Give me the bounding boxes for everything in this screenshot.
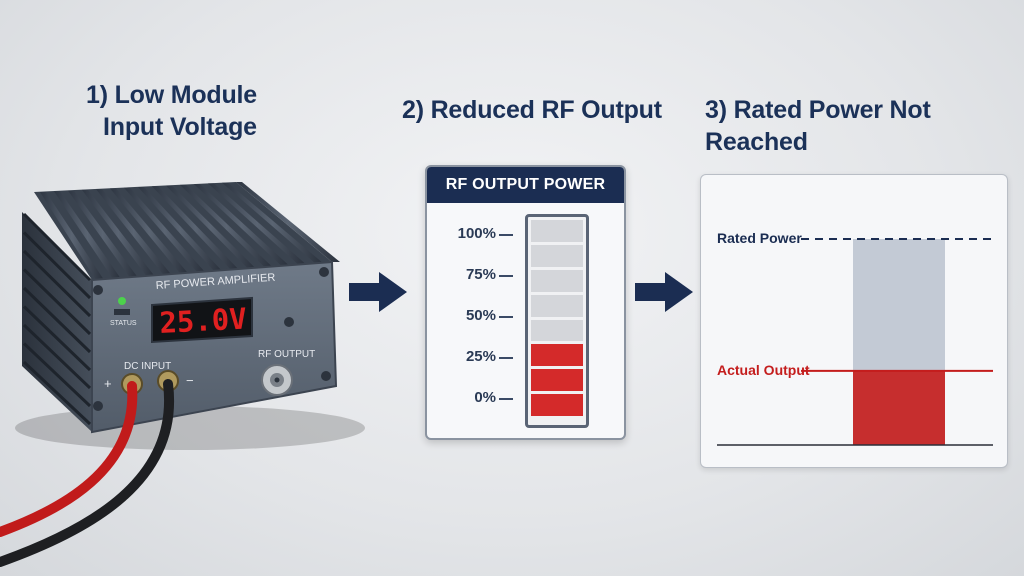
heatsink-fin — [54, 191, 121, 279]
rated-power-chart: Rated Power Actual Output — [700, 174, 1008, 468]
scale-tick-mark — [499, 275, 513, 277]
heatsink-fin — [138, 187, 222, 271]
scale-tick-mark — [499, 316, 513, 318]
heatsink-fin — [194, 184, 290, 266]
rf-connector-pin — [274, 377, 280, 383]
scale-tick-label: 0% — [474, 389, 496, 406]
scale-tick-mark — [499, 398, 513, 400]
scale-tick-label: 25% — [465, 348, 496, 365]
red-power-cable — [0, 381, 138, 537]
side-fin — [22, 305, 92, 372]
scale-tick-label: 100% — [457, 225, 496, 242]
power-segment-unlit — [531, 220, 583, 242]
side-fins — [22, 212, 92, 426]
heatsink-fin — [110, 188, 189, 274]
heatsink-fin — [180, 184, 273, 268]
screw-icon — [319, 267, 329, 277]
step-1-heading-line-2: Input Voltage — [103, 113, 257, 141]
side-fin — [22, 212, 92, 282]
heatsink-fins — [40, 182, 340, 280]
rf-output-label: RF OUTPUT — [258, 349, 315, 360]
status-label: STATUS — [110, 320, 137, 327]
power-segment-unlit — [531, 319, 583, 342]
status-switch — [114, 309, 130, 315]
rf-output-power-panel: RF OUTPUT POWER 100% 75% 50% 25% 0% — [425, 165, 626, 440]
arrow-right-icon — [635, 272, 693, 312]
side-fin — [22, 249, 92, 318]
heatsink-fin — [236, 182, 340, 262]
scale-tick-mark — [499, 234, 513, 236]
heatsink-fin — [82, 189, 155, 277]
black-power-cable — [0, 379, 175, 567]
dc-input-label: DC INPUT — [124, 361, 171, 372]
side-fin — [22, 268, 92, 336]
minus-sign: − — [186, 373, 194, 388]
scale-tick-label: 50% — [465, 307, 496, 324]
scale-tick-label: 75% — [465, 266, 496, 283]
side-fin — [22, 231, 92, 300]
heatsink-fin — [68, 190, 138, 278]
heatsink-fin — [40, 192, 104, 280]
rf-output-power-title: RF OUTPUT POWER — [427, 167, 624, 203]
step-1-heading: 1) Low Module Input Voltage — [86, 79, 257, 143]
actual-output-label: Actual Output — [717, 362, 810, 378]
screw-icon — [321, 371, 331, 381]
voltage-display — [151, 296, 253, 344]
step-3-heading: 3) Rated Power Not Reached — [705, 96, 931, 156]
rated-power-label: Rated Power — [717, 230, 802, 246]
scale-tick-mark — [499, 357, 513, 359]
side-fin — [22, 360, 92, 426]
heatsink-fin — [152, 186, 239, 270]
screw-icon — [93, 401, 103, 411]
screw-icon — [93, 285, 103, 295]
heatsink-fin — [166, 185, 256, 269]
power-segment-unlit — [531, 294, 583, 317]
power-segment-lit — [531, 344, 583, 367]
power-level-bar — [525, 214, 589, 428]
rf-power-amplifier-illustration: RF POWER AMPLIFIER STATUS 25.0V DC INPUT… — [0, 182, 365, 567]
heatsink-fin — [124, 187, 206, 273]
power-segment-unlit — [531, 269, 583, 292]
heatsink-fin — [208, 183, 307, 265]
plus-sign: + — [104, 376, 112, 391]
power-segment-lit — [531, 394, 583, 416]
step-2-heading: 2) Reduced RF Output — [402, 96, 662, 124]
rated-power-chart-svg — [717, 238, 993, 446]
power-segment-unlit — [531, 244, 583, 267]
status-led-icon — [118, 297, 126, 305]
actual-output-bar — [853, 370, 945, 445]
side-fin — [22, 286, 92, 354]
arrow-right-icon — [349, 272, 407, 312]
step-1-heading-line-1: 1) Low Module — [86, 81, 257, 109]
heatsink-fin — [96, 189, 172, 275]
side-fin — [22, 342, 92, 408]
heatsink-fin — [222, 182, 324, 264]
screw-icon — [284, 317, 294, 327]
power-segment-lit — [531, 369, 583, 392]
side-fin — [22, 323, 92, 390]
voltage-display-value: 25.0V — [159, 301, 248, 340]
